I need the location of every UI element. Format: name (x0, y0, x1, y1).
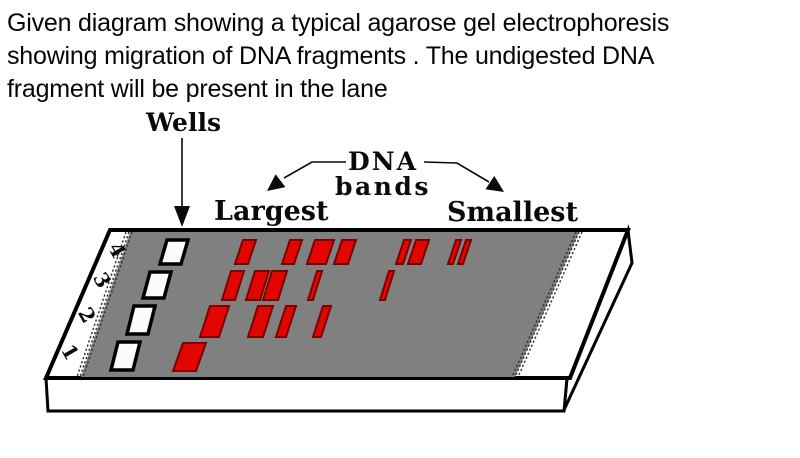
smallest-label: Smallest (447, 197, 578, 228)
dna-arrowhead-left-icon (267, 174, 286, 191)
dna-band-lane-4 (305, 239, 336, 265)
dna-band-lane-3 (244, 270, 271, 301)
question-line-2: showing migration of DNA fragments . The… (7, 42, 655, 70)
dna-band-lane-1 (171, 342, 208, 372)
dna-bands-group (171, 239, 473, 372)
dna-band-lane-2 (274, 305, 298, 338)
dna-band-lane-2 (311, 305, 333, 338)
dna-band-lane-4 (456, 239, 473, 265)
dna-connector-right (423, 161, 490, 183)
dna-band-lane-2 (198, 305, 231, 338)
dna-arrowhead-right-icon (485, 175, 504, 192)
left-strip-hatch-border (76, 231, 133, 378)
wells-label: Wells (145, 108, 221, 137)
dna-band-lane-4 (280, 239, 304, 265)
gel-front-face (44, 376, 569, 413)
well-lane-3 (140, 270, 174, 300)
dna-band-lane-2 (246, 305, 275, 338)
gel-surface (81, 232, 579, 377)
question-text: Given diagram showing a typical agarose … (7, 7, 777, 106)
dna-band-lane-4 (446, 239, 463, 265)
wells-group (108, 238, 191, 372)
dna-connector-left (283, 161, 346, 179)
dna-band-lane-3 (378, 270, 396, 301)
dna-band-lane-4 (394, 239, 413, 265)
wells-arrowhead-icon (174, 206, 190, 227)
question-line-3: fragment will be present in the lane (7, 75, 388, 103)
dna-bands-label-line2: bands (335, 172, 431, 201)
largest-label: Largest (214, 196, 329, 227)
dna-band-lane-4 (406, 239, 431, 265)
well-lane-4 (157, 238, 191, 266)
dna-band-lane-4 (233, 239, 258, 265)
dna-bands-label-line1: DNA (348, 147, 418, 176)
dna-band-lane-3 (261, 270, 289, 301)
well-lane-2 (124, 304, 158, 336)
well-lane-1 (108, 340, 143, 372)
dna-band-lane-3 (306, 270, 324, 301)
question-line-1: Given diagram showing a typical agarose … (7, 9, 670, 37)
dna-band-lane-3 (220, 270, 246, 301)
dna-band-lane-4 (332, 239, 358, 265)
right-strip-hatch-border (511, 231, 583, 378)
